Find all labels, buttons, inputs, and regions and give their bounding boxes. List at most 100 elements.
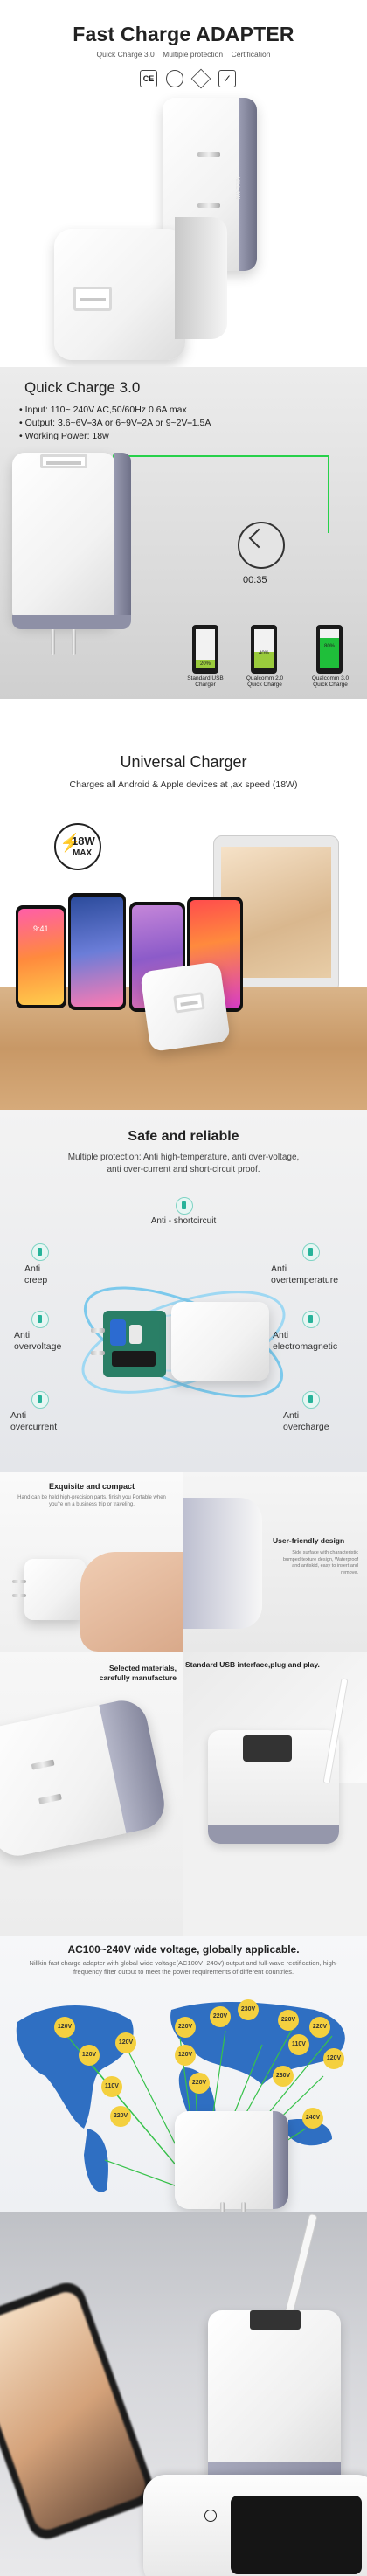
label-shortcircuit: Anti - shortcircuit xyxy=(150,1216,217,1226)
battery-phone: 40% xyxy=(251,625,277,674)
voltage-section: AC100~240V wide voltage, globally applic… xyxy=(0,1936,367,2212)
battery-phone: 80% xyxy=(316,625,343,674)
label-overtemperature: Anti overtemperature xyxy=(271,1264,339,1285)
voltage-bubble: 220V xyxy=(175,2017,196,2038)
feature-list: Quick Charge 3.0 Multiple protection Cer… xyxy=(0,50,367,59)
friendly-title: User-friendly design xyxy=(273,1536,345,1545)
details-section: Exquisite and compact Hand can be held h… xyxy=(0,1472,367,1936)
universal-section: Universal Charger Charges all Android & … xyxy=(0,699,367,1110)
rohs-icon xyxy=(166,70,184,87)
compact-charger-image xyxy=(24,1559,86,1620)
voltage-bubble: 120V xyxy=(79,2045,100,2066)
timer-clock-icon xyxy=(238,522,285,569)
friendly-text: Side surface with characteristic bumped … xyxy=(282,1550,358,1575)
battery-fill xyxy=(196,660,215,668)
socket-button-icon xyxy=(204,2510,217,2522)
wall-socket-image xyxy=(143,2475,367,2576)
label-creep: Anti creep xyxy=(24,1264,48,1285)
voltage-bubble: 220V xyxy=(110,2106,131,2127)
qc-charger-base xyxy=(12,615,131,629)
voltage-bubble: 220V xyxy=(210,2006,231,2027)
timer-label: 00:35 xyxy=(243,575,267,585)
friendly-panel: User-friendly design Side surface with c… xyxy=(184,1472,367,1652)
voltage-bubble: 120V xyxy=(54,2017,75,2038)
feature-item: Multiple protection xyxy=(163,50,224,59)
qc-spec-list: • Input: 110~ 240V AC,50/60Hz 0.6A max •… xyxy=(19,404,211,443)
usb-port-image xyxy=(73,287,112,311)
spec-item: • Output: 3.6~6V⎯3A or 6~9V⎯2A or 9~2V⎯1… xyxy=(19,418,211,428)
hand-image xyxy=(80,1552,184,1652)
voltage-bubble: 120V xyxy=(175,2045,196,2066)
creep-icon xyxy=(31,1243,49,1261)
overvoltage-icon xyxy=(31,1311,49,1328)
qc-title: Quick Charge 3.0 xyxy=(24,379,141,396)
overcharge-icon xyxy=(302,1391,320,1409)
battery-percent: 20% xyxy=(199,661,211,667)
badge-wattage: 18W xyxy=(72,834,95,848)
usb-title: Standard USB interface,plug and play. xyxy=(185,1660,320,1669)
safety-description: Multiple protection: Anti high-temperatu… xyxy=(67,1153,300,1174)
compact-title: Exquisite and compact xyxy=(48,1482,135,1491)
universal-title: Universal Charger xyxy=(120,753,247,771)
spec-item: • Working Power: 18w xyxy=(19,431,109,441)
qc-charger-image xyxy=(12,453,115,624)
feature-item: Quick Charge 3.0 xyxy=(96,50,155,59)
overtemperature-icon xyxy=(302,1243,320,1261)
cert-icon-row: CE ✓ xyxy=(140,68,236,89)
charger-shell-image xyxy=(171,1302,269,1381)
voltage-bubble: 110V xyxy=(288,2034,309,2055)
materials-title: Selected materials, carefully manufactur… xyxy=(99,1664,177,1682)
spec-item: • Input: 110~ 240V AC,50/60Hz 0.6A max xyxy=(19,405,187,415)
electromagnetic-icon xyxy=(302,1311,320,1328)
voltage-bubble: 110V xyxy=(101,2076,122,2097)
quick-charge-section: Quick Charge 3.0 • Input: 110~ 240V AC,5… xyxy=(0,367,367,699)
battery-caption: Qualcomm 2.0 Quick Charge xyxy=(246,675,284,688)
checkmark-icon: ✓ xyxy=(218,70,236,87)
voltage-charger-image xyxy=(175,2111,288,2209)
power-badge: ⚡ 18W MAX xyxy=(54,823,101,870)
voltage-bubble: 220V xyxy=(309,2017,330,2038)
battery-percent: 80% xyxy=(323,644,335,649)
lifestyle-section xyxy=(0,2212,367,2576)
compact-panel: Exquisite and compact Hand can be held h… xyxy=(0,1472,184,1652)
phone-image: 9:41 xyxy=(16,905,66,1008)
usb-charger-image xyxy=(208,1730,339,1844)
label-overcharge: Anti overcharge xyxy=(283,1410,329,1432)
voltage-bubble: 220V xyxy=(189,2073,210,2094)
voltage-bubble: 230V xyxy=(238,1999,259,2020)
usb-panel: Standard USB interface,plug and play. xyxy=(184,1652,367,1936)
safety-section: Safe and reliable Multiple protection: A… xyxy=(0,1110,367,1472)
charger-internals-image xyxy=(103,1311,166,1377)
fc-icon xyxy=(190,68,211,89)
qc-charger-side xyxy=(114,453,131,624)
overcurrent-icon xyxy=(31,1391,49,1409)
badge-max: MAX xyxy=(73,848,93,858)
materials-panel: Selected materials, carefully manufactur… xyxy=(0,1652,184,1936)
compact-text: Hand can be held high-precision parts, f… xyxy=(17,1495,166,1507)
phone-image xyxy=(68,893,126,1010)
voltage-bubble: 220V xyxy=(278,2010,299,2031)
lifestyle-charger-image xyxy=(208,2310,341,2489)
phone-time: 9:41 xyxy=(33,924,49,933)
battery-percent: 40% xyxy=(258,651,269,656)
ce-mark-icon: CE xyxy=(140,70,157,87)
battery-fill xyxy=(254,652,274,668)
blurred-phone-image xyxy=(0,2277,159,2545)
label-overcurrent: Anti overcurrent xyxy=(10,1410,58,1432)
safety-title: Safe and reliable xyxy=(128,1129,239,1144)
battery-fill xyxy=(320,638,339,668)
label-overvoltage: Anti overvoltage xyxy=(14,1330,62,1352)
brand-label: NILLKIN xyxy=(234,177,240,200)
voltage-title: AC100~240V wide voltage, globally applic… xyxy=(67,1943,300,1956)
voltage-bubble: 120V xyxy=(323,2048,344,2069)
battery-phone: 20% xyxy=(192,625,218,674)
universal-subtitle: Charges all Android & Apple devices at ,… xyxy=(69,779,298,790)
materials-charger-image xyxy=(0,1695,170,1861)
lightning-icon: ⚡ xyxy=(59,834,81,853)
voltage-bubble: 240V xyxy=(302,2108,323,2129)
voltage-text: Nillkin fast charge adapter with global … xyxy=(29,1959,338,1976)
universal-charger-image xyxy=(140,961,231,1052)
header-section: Fast Charge ADAPTER Quick Charge 3.0 Mul… xyxy=(0,0,367,367)
voltage-bubble: 120V xyxy=(115,2032,136,2053)
charger-front-image xyxy=(54,229,185,360)
